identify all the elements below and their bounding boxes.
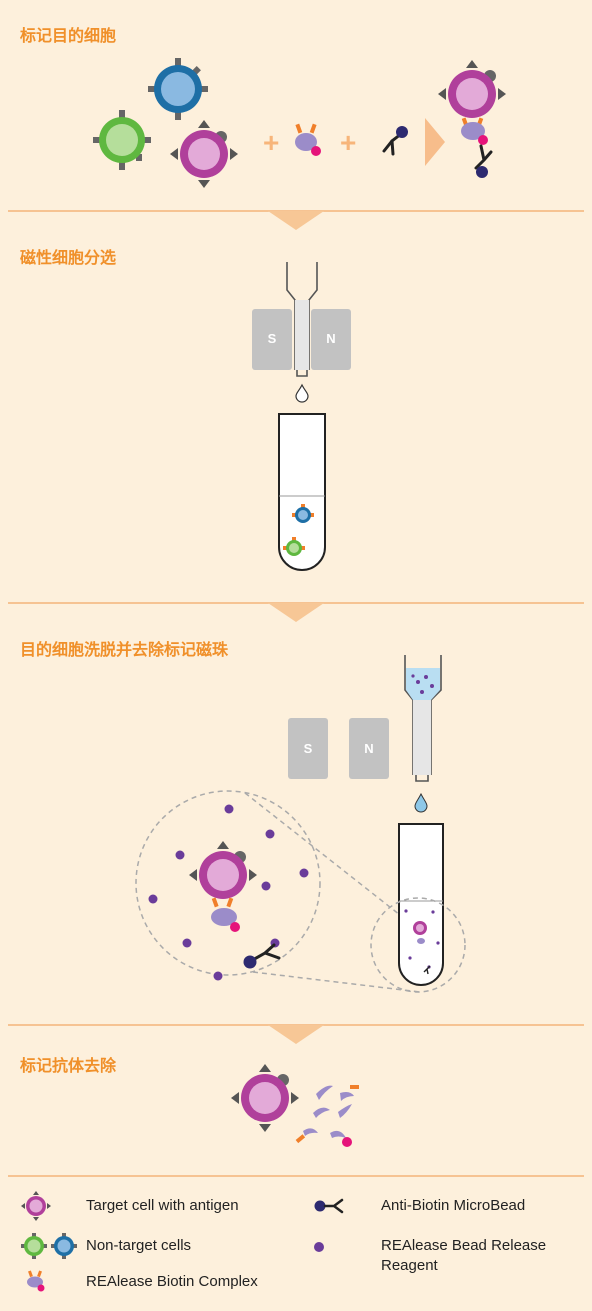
zoom-line-top [244,792,401,916]
elution-column [404,655,442,782]
zoom-large-circle [135,790,321,976]
section-title-label-cells: 标记目的细胞 [20,26,117,45]
collection-tube [278,413,326,571]
zoom-line-bottom [252,971,421,993]
legend-release-reagent-icon [314,1242,324,1252]
eluate-drop-icon [414,792,428,813]
tube-green-cell-icon [283,537,305,556]
zoomed-release-reagent-dots [148,804,309,981]
microbead-icon [382,126,408,156]
zoomed-biotin-complex-icon [211,897,240,932]
section-title-magnetic-separation: 磁性细胞分选 [20,248,117,267]
tube-blue-cell-icon [292,504,314,523]
target-cell-icon [170,120,238,188]
magnet-south-2 [288,718,328,779]
divider-2 [8,602,584,622]
green-cell-icon [93,110,151,170]
biotin-complex-icon [295,123,321,156]
magnet-north-2-label: N [364,741,374,756]
zoomed-target-cell-icon [189,841,257,899]
section-title-elution: 目的细胞洗脱并去除标记磁珠 [20,640,229,659]
released-target-cell-icon [231,1064,299,1132]
legend-non-target-label: Non-target cells [86,1237,192,1254]
legend-biotin-complex-label: REAlease Biotin Complex [86,1273,258,1290]
magnet-north-2 [349,718,389,779]
divider-3 [8,1024,584,1044]
plus-sign-2: + [340,127,356,158]
legend-release-reagent-label: REAlease Bead Release Reagent [381,1237,547,1274]
legend-biotin-complex-icon [27,1270,45,1292]
process-arrow [425,118,445,166]
legend-green-cell-icon [21,1233,47,1259]
legend-target-cell-icon [21,1191,51,1221]
plus-sign-1: + [263,127,279,158]
legend-blue-cell-icon [51,1233,77,1259]
blue-cell-icon [148,58,208,120]
zoomed-microbead-icon [243,943,281,969]
labeled-target-cell-icon [438,60,506,178]
magnet-south-2-label: S [303,741,313,756]
drop-icon [295,383,309,403]
legend-microbead-label: Anti-Biotin MicroBead [381,1197,526,1214]
separation-column [286,262,318,377]
collection-tube-2 [398,823,444,986]
section-title-antibody-removal: 标记抗体去除 [20,1056,117,1075]
antibody-fragments [295,1085,359,1147]
magnet-north-label: N [326,331,336,346]
magnet-north [311,309,351,370]
magnet-south [252,309,292,370]
divider-1 [8,210,584,230]
legend-target-cell-label: Target cell with antigen [86,1197,239,1214]
magnet-south-label: S [267,331,277,346]
legend-microbead-icon [314,1198,344,1214]
